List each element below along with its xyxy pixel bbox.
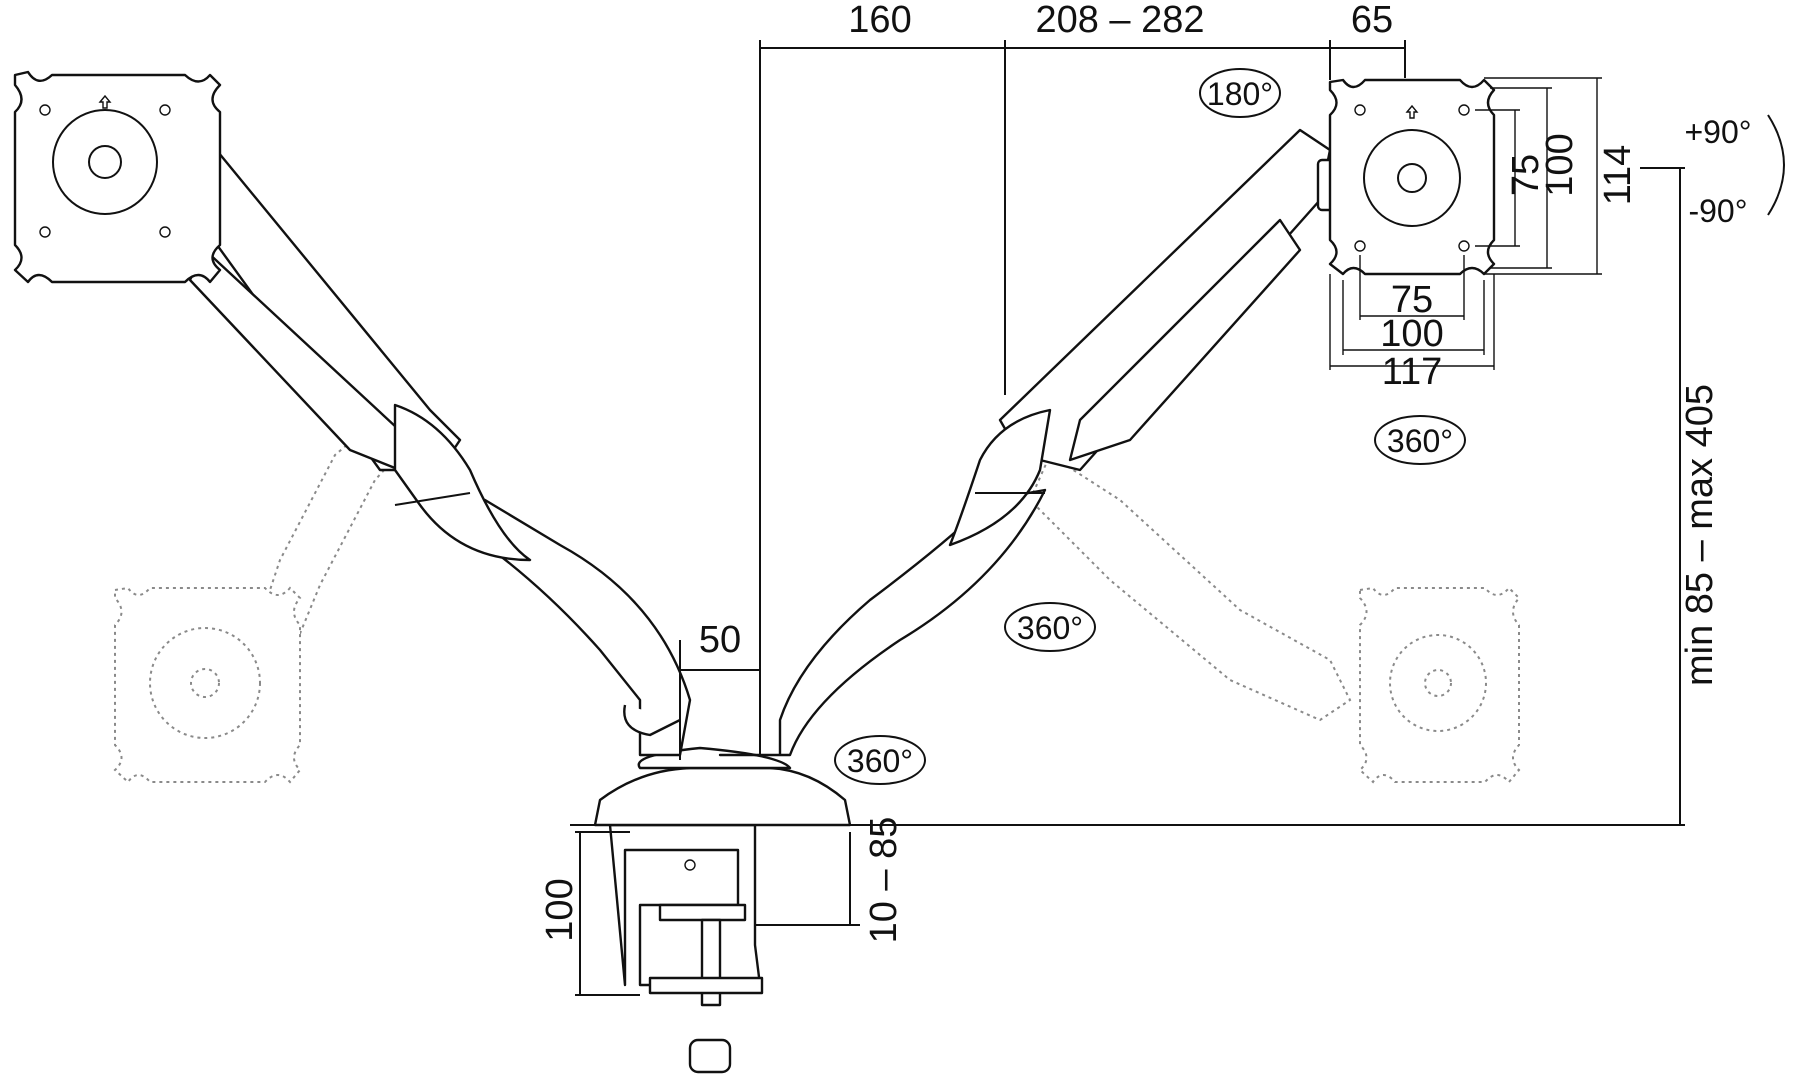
- dim-desk-thickness: 10 – 85: [863, 817, 905, 944]
- rot-elbow: 360°: [1017, 610, 1083, 646]
- rot-base: 360°: [847, 743, 913, 779]
- rot-tilt-up: +90°: [1684, 114, 1751, 150]
- dim-vesa-horizontal-small: 75: [1391, 279, 1433, 321]
- dim-vesa-horizontal-large: 100: [1380, 313, 1443, 355]
- dim-arm-offset: 160: [848, 0, 911, 41]
- desk-clamp: [608, 823, 764, 1074]
- dim-vesa-vertical-large: 100: [1539, 133, 1581, 196]
- dim-plate-height: 114: [1597, 145, 1639, 206]
- left-vesa-plate: [13, 70, 222, 284]
- dimension-lines: [570, 40, 1685, 996]
- dim-vesa-vertical-small: 75: [1505, 154, 1547, 196]
- rot-swivel-head: 180°: [1207, 76, 1273, 112]
- rot-tilt-down: -90°: [1688, 193, 1747, 229]
- right-arm: [948, 128, 1348, 547]
- dim-head-offset: 65: [1351, 0, 1393, 41]
- right-vesa-plate: [1328, 78, 1496, 276]
- dim-clamp-height: 100: [539, 878, 581, 941]
- ghost-right-arm: [1028, 453, 1521, 784]
- dim-arm-reach: 208 – 282: [1035, 0, 1204, 41]
- mount-base: [593, 746, 852, 827]
- rotation-arrows: [834, 68, 1785, 785]
- rot-plate: 360°: [1387, 423, 1453, 459]
- dim-plate-width: 117: [1382, 351, 1443, 393]
- dim-height-range: min 85 – max 405: [1679, 384, 1721, 686]
- dim-pole-width: 50: [699, 619, 741, 661]
